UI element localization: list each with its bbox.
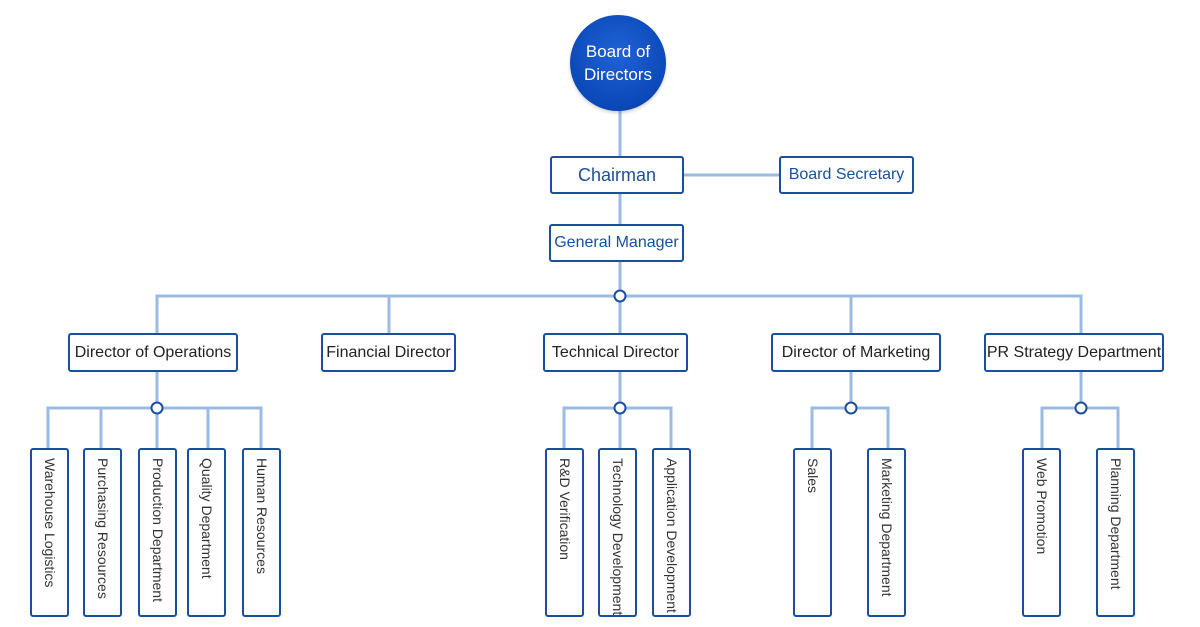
board-of-directors-node: Board of Directors [570, 15, 666, 111]
marketing-department-label: Marketing Department [879, 458, 895, 597]
web-promotion-node: Web Promotion [1022, 448, 1061, 617]
junction-technical [613, 401, 627, 415]
planning-department-node: Planning Department [1096, 448, 1135, 617]
director-of-operations-node: Director of Operations [68, 333, 238, 372]
application-development-node: Application Development [652, 448, 691, 617]
production-department-label: Production Department [150, 458, 166, 602]
junction-main [613, 289, 627, 303]
junction-marketing [844, 401, 858, 415]
sales-label: Sales [805, 458, 821, 494]
root-label-line1: Board of [585, 42, 651, 61]
quality-department-node: Quality Department [187, 448, 226, 617]
production-department-node: Production Department [138, 448, 177, 617]
quality-department-label: Quality Department [199, 458, 215, 579]
pr-strategy-department-node: PR Strategy Department [984, 333, 1164, 372]
technical-director-node: Technical Director [543, 333, 688, 372]
sales-node: Sales [793, 448, 832, 617]
financial-director-node: Financial Director [321, 333, 456, 372]
human-resources-label: Human Resources [254, 458, 270, 574]
rd-verification-label: R&D Verification [557, 458, 573, 560]
rd-verification-node: R&D Verification [545, 448, 584, 617]
technology-development-node: Technology Development [598, 448, 637, 617]
technology-development-label: Technology Development [610, 458, 626, 616]
application-development-label: Application Development [664, 458, 680, 613]
web-promotion-label: Web Promotion [1034, 458, 1050, 555]
junction-pr [1074, 401, 1088, 415]
board-secretary-node: Board Secretary [779, 156, 914, 194]
junction-operations [150, 401, 164, 415]
chairman-node: Chairman [550, 156, 684, 194]
warehouse-logistics-node: Warehouse Logistics [30, 448, 69, 617]
planning-department-label: Planning Department [1108, 458, 1124, 590]
director-of-marketing-node: Director of Marketing [771, 333, 941, 372]
warehouse-logistics-label: Warehouse Logistics [42, 458, 58, 588]
human-resources-node: Human Resources [242, 448, 281, 617]
purchasing-resources-node: Purchasing Resources [83, 448, 122, 617]
marketing-department-node: Marketing Department [867, 448, 906, 617]
purchasing-resources-label: Purchasing Resources [95, 458, 111, 599]
general-manager-node: General Manager [549, 224, 684, 262]
root-label-line2: Directors [583, 65, 652, 84]
